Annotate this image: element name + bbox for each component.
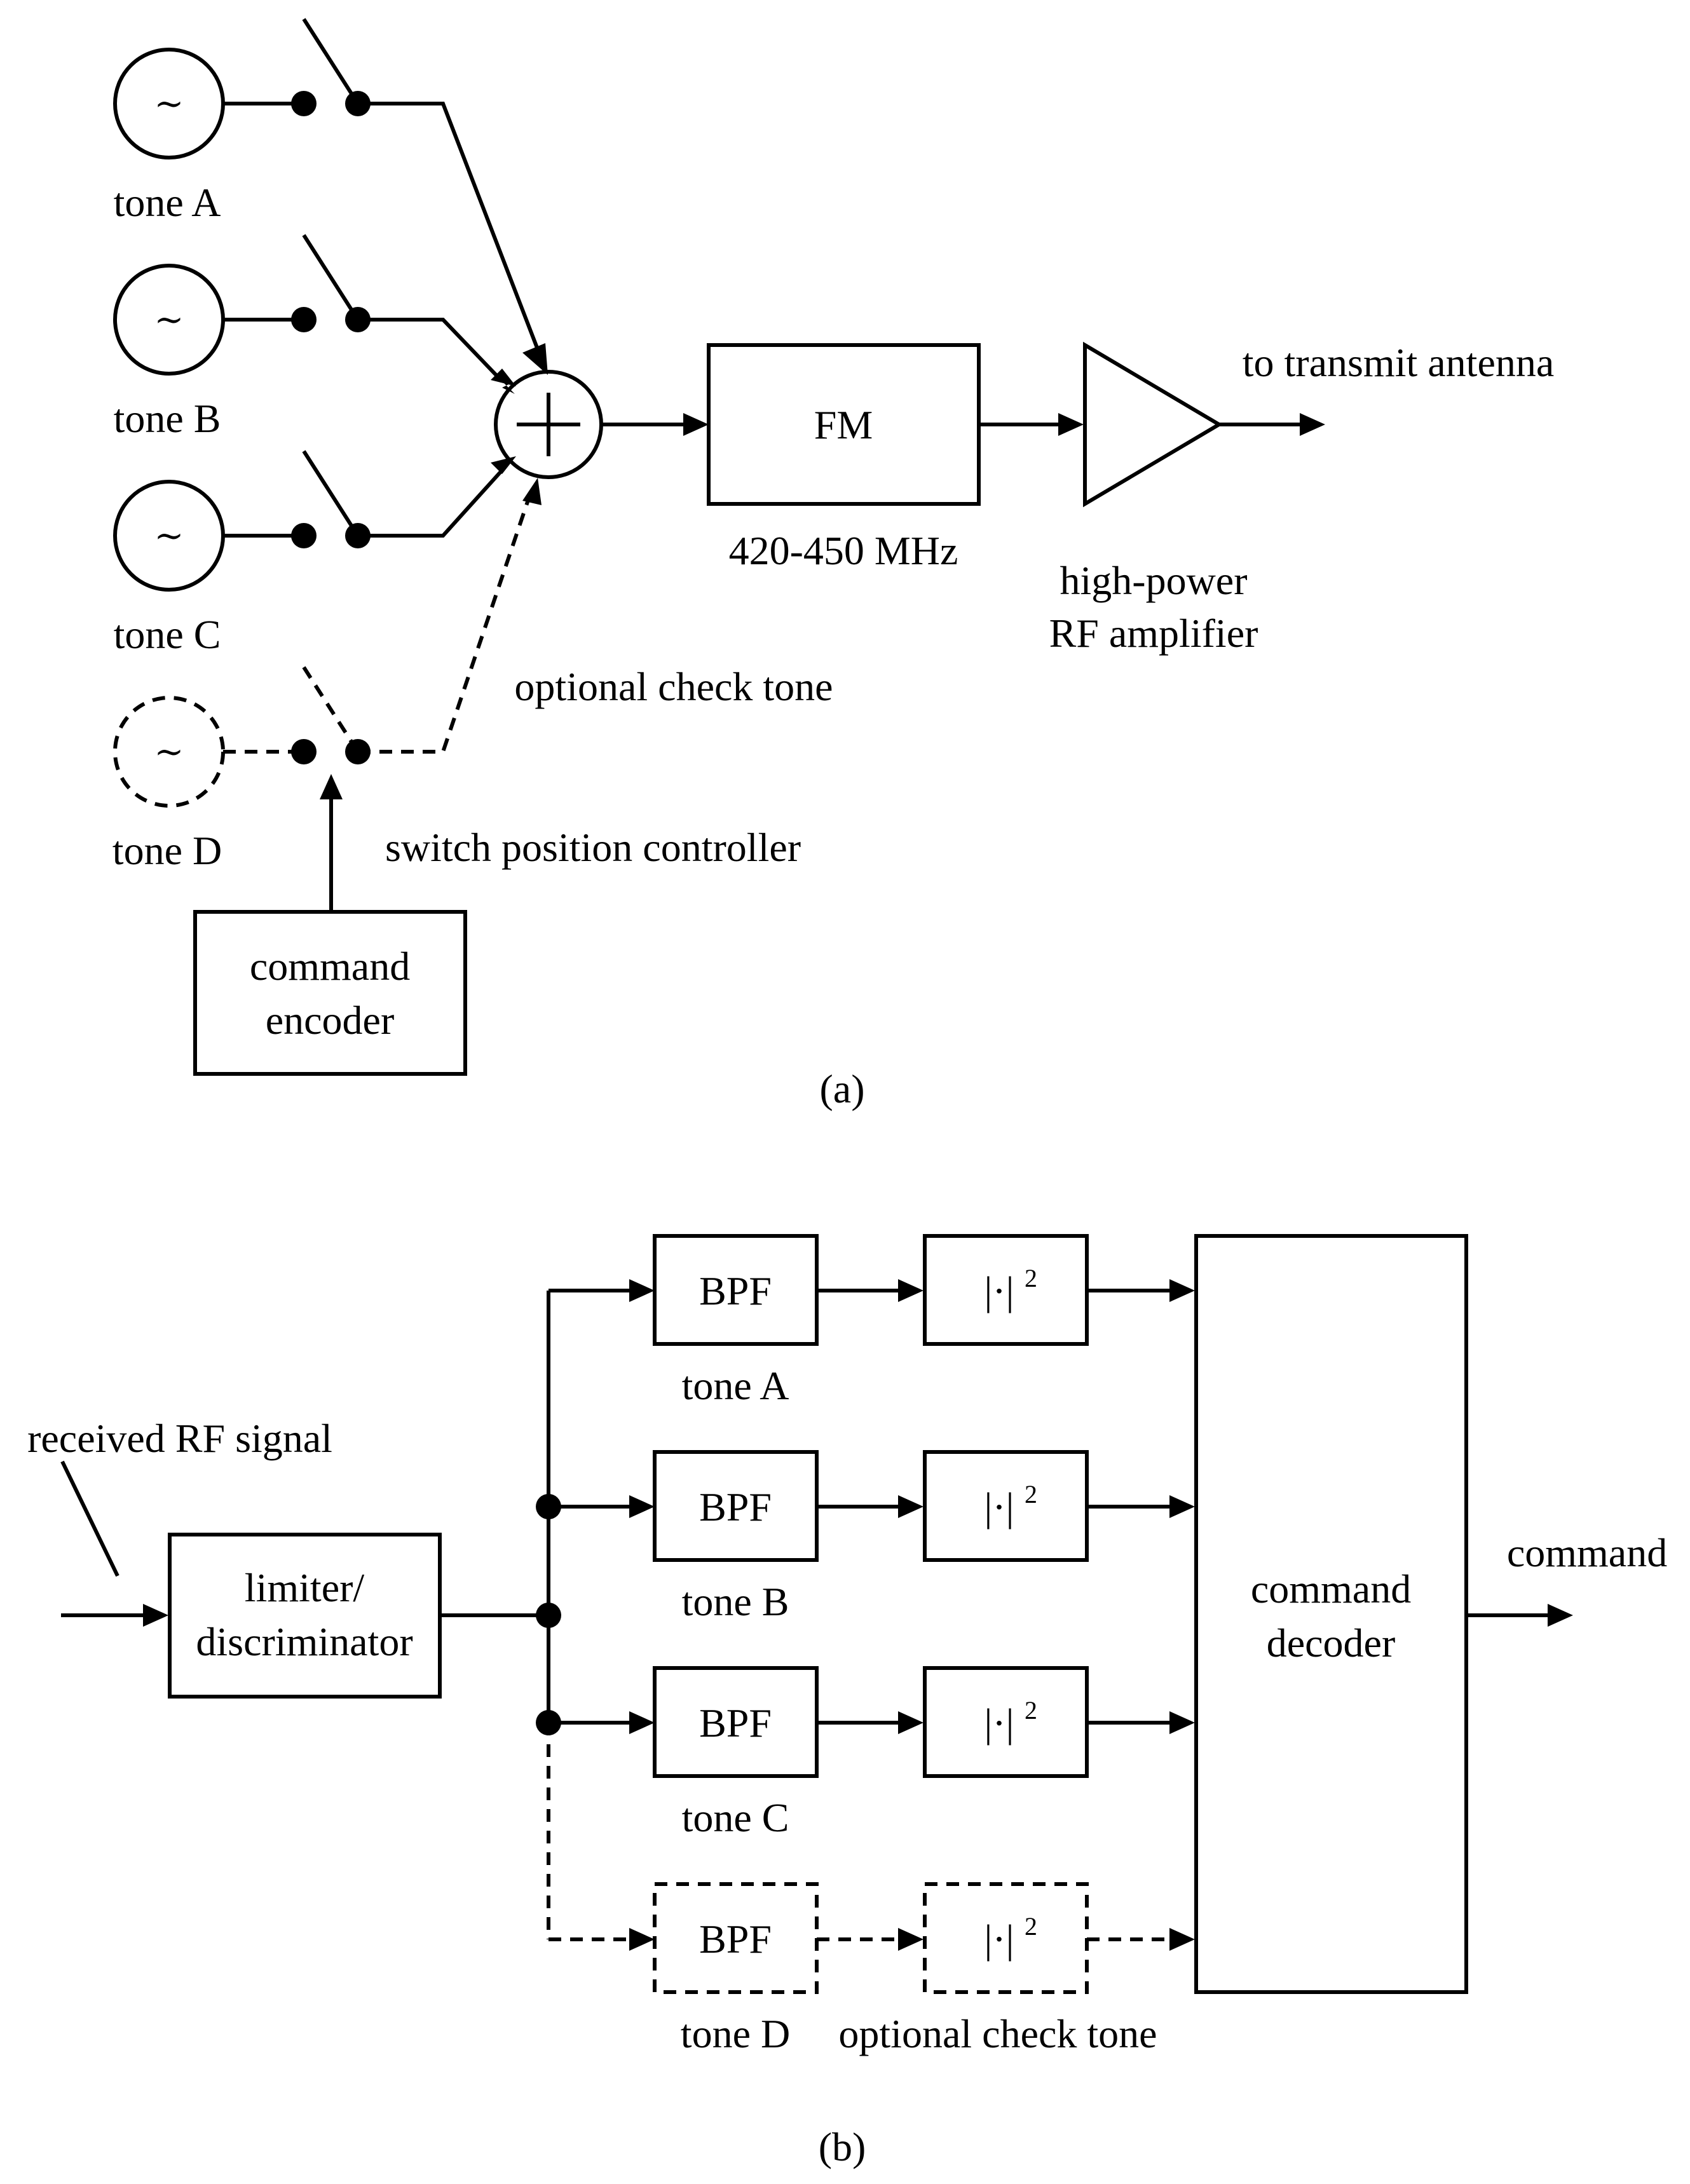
bpf-d-label: BPF [699,1916,772,1962]
arrowhead [1300,413,1325,436]
arrowhead [1058,413,1084,436]
arrowhead [522,478,542,505]
bpf-c-box [653,1666,819,1778]
plus-icon [517,393,580,456]
branch-b-label: tone B [682,1579,789,1624]
arrowhead [522,343,548,375]
arrowhead [898,1711,923,1734]
switch-b-contact-left [291,307,317,332]
sine-icon: ~ [154,515,184,557]
sine-icon: ~ [154,299,184,341]
input-label: received RF signal [27,1416,332,1461]
encoder-label-line1: command [250,944,410,989]
junction-dot [536,1603,561,1628]
fm-label: FM [814,402,873,447]
arrowhead [1169,1279,1195,1302]
fm-modulator-box [707,343,981,506]
tone-d-oscillator: ~ [113,696,225,808]
switch-a-blade [302,18,360,105]
bpf-a-label: BPF [699,1268,772,1313]
bpf-c-label: BPF [699,1700,772,1746]
controller-label: switch position controller [385,825,801,870]
arrowhead [1169,1711,1195,1734]
square-law-d-label: |·| [985,1916,1014,1962]
branch-c-label: tone C [682,1795,789,1840]
square-law-c-exponent: 2 [1025,1696,1037,1725]
tone-b-oscillator: ~ [113,264,225,376]
tone-a-label: tone A [114,180,221,225]
input-pointer-line [60,1460,119,1577]
bpf-b-label: BPF [699,1484,772,1529]
sine-icon: ~ [154,83,184,125]
optional-check-tone-label-b: optional check tone [838,2011,1157,2056]
arrowhead [1548,1604,1573,1627]
arrowhead [143,1604,168,1627]
square-law-c-box [923,1666,1089,1778]
switch-d-contact-left [291,739,317,764]
square-law-b-exponent: 2 [1025,1480,1037,1509]
command-output-label: command [1507,1530,1667,1575]
caption-b: (b) [819,2124,866,2169]
command-decoder-box [1194,1234,1468,1994]
tone-b-to-summer [358,318,504,383]
branch-d-label: tone D [681,2011,790,2056]
square-law-a-exponent: 2 [1025,1264,1037,1292]
bpf-b-box [653,1450,819,1562]
square-law-d-exponent: 2 [1025,1912,1037,1941]
square-law-a-box [923,1234,1089,1346]
tone-c-label: tone C [114,612,221,657]
command-encoder-box [193,910,467,1076]
decoder-label-line1: command [1251,1566,1411,1611]
arrowhead [629,1711,655,1734]
square-law-b-label: |·| [985,1484,1014,1529]
arrowhead [898,1279,923,1302]
switch-a-contact-left [291,91,317,116]
arrowhead [1169,1495,1195,1518]
arrowhead [629,1928,655,1951]
bpf-d-box [653,1882,819,1994]
switch-c-blade [302,450,360,537]
amplifier-label-line2: RF amplifier [1049,611,1258,656]
caption-a: (a) [819,1066,864,1111]
decoder-label-line2: decoder [1267,1620,1396,1665]
switch-d-blade [302,666,360,753]
optional-check-tone-label: optional check tone [514,664,833,709]
switch-c-contact-left [291,523,317,548]
sine-icon: ~ [154,731,184,773]
limiter-label-line1: limiter/ [245,1565,365,1610]
arrowhead [629,1495,655,1518]
square-law-c-label: |·| [985,1700,1014,1746]
output-label: to transmit antenna [1243,340,1555,385]
diagram-b: received RF signal limiter/ discriminato… [27,1234,1667,2169]
arrowhead [491,369,516,386]
arrowhead [898,1928,923,1951]
summer-junction [494,370,603,479]
arrowhead [898,1495,923,1518]
tone-c-to-summer [358,468,504,538]
tone-a-oscillator: ~ [113,48,225,159]
tone-c-oscillator: ~ [113,480,225,592]
tone-d-label: tone D [112,828,222,873]
tone-a-to-summer [358,102,541,354]
tone-d-to-summer [358,492,533,754]
fm-band-label: 420-450 MHz [729,528,958,573]
limiter-discriminator-box [168,1533,442,1699]
arrowhead [629,1279,655,1302]
bpf-a-box [653,1234,819,1346]
limiter-label-line2: discriminator [196,1619,412,1664]
diagram-a: ~ tone A ~ tone B ~ tone C [112,18,1555,1111]
branch-a-label: tone A [682,1363,789,1408]
switch-b-blade [302,234,360,321]
tone-b-label: tone B [114,396,221,441]
encoder-label-line2: encoder [266,998,395,1043]
arrowhead [683,413,709,436]
arrowhead [320,774,343,799]
rf-amplifier-triangle [1083,341,1223,508]
amplifier-label-line1: high-power [1060,558,1247,603]
square-law-a-label: |·| [985,1268,1014,1313]
arrowhead [1169,1928,1195,1951]
